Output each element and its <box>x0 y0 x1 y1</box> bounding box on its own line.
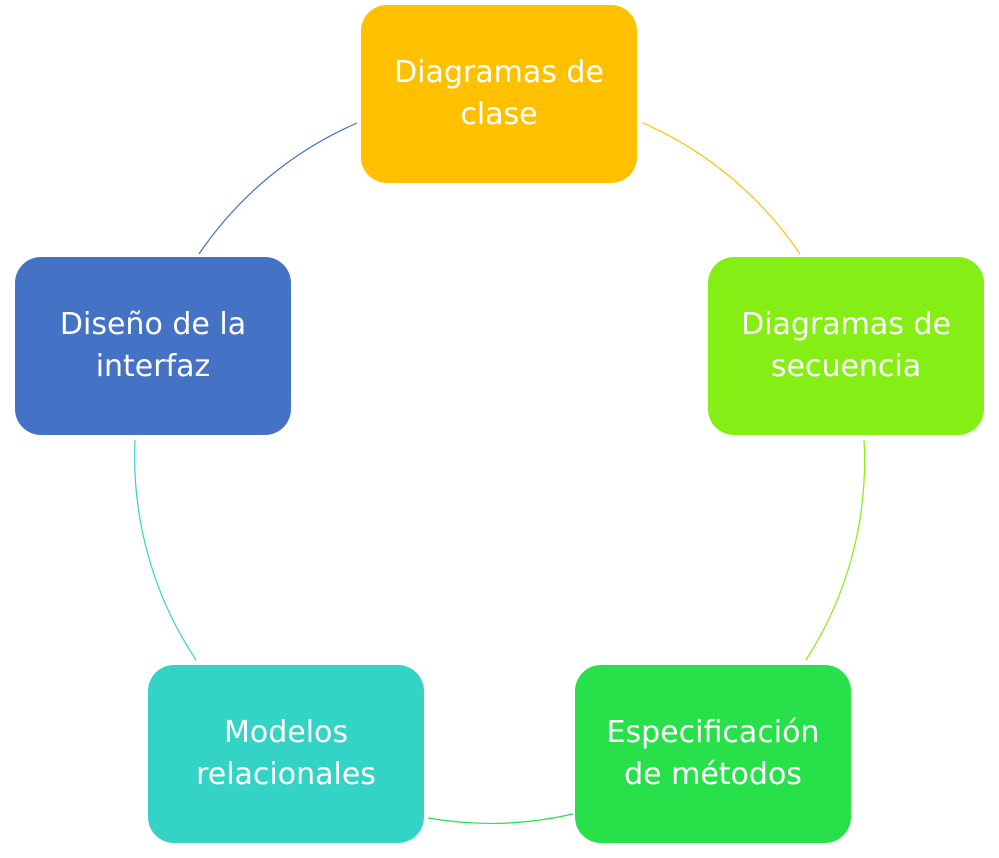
arc-relacionales-to-interfaz <box>134 439 197 661</box>
node-label: Modelos relacionales <box>196 715 376 792</box>
arc-secuencia-to-metodos <box>805 439 866 661</box>
node-diseno-de-la-interfaz[interactable]: Diseño de la interfaz <box>15 257 291 435</box>
arc-metodos-to-relacionales <box>427 813 574 824</box>
node-especificacion-de-metodos[interactable]: Especificación de métodos <box>575 665 851 843</box>
node-label: Especificación de métodos <box>606 715 820 792</box>
node-modelos-relacionales[interactable]: Modelos relacionales <box>148 665 424 843</box>
arc-clase-to-secuencia <box>642 122 801 255</box>
node-label: Diagramas de secuencia <box>741 307 951 384</box>
node-diagramas-de-secuencia[interactable]: Diagramas de secuencia <box>708 257 984 435</box>
node-diagramas-de-clase[interactable]: Diagramas de clase <box>361 5 637 183</box>
node-label: Diagramas de clase <box>394 55 604 132</box>
arc-interfaz-to-clase <box>198 122 358 255</box>
node-label: Diseño de la interfaz <box>59 307 247 384</box>
